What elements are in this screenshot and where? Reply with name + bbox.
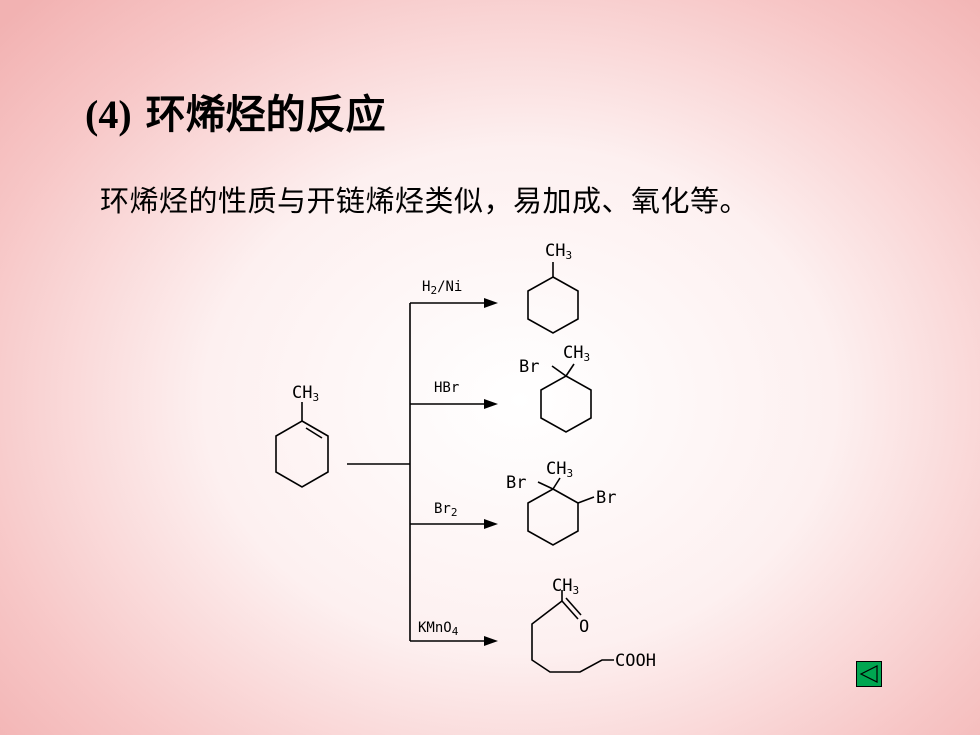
product-4-chain xyxy=(531,600,614,673)
product-3-br-label-2: Br xyxy=(596,488,616,508)
product-3-methyl-label: CH3 xyxy=(546,459,573,480)
product-4-methyl-label: CH3 xyxy=(552,576,579,597)
product-2-br-label: Br xyxy=(519,357,539,377)
title-number: (4) xyxy=(85,92,132,137)
reagent-1-label: H2/Ni xyxy=(422,279,462,297)
product-3-br-bond-2 xyxy=(577,496,595,504)
arrowhead-2 xyxy=(484,399,498,409)
product-4-carbonyl-2 xyxy=(565,597,582,616)
product-3-br-label-1: Br xyxy=(506,473,526,493)
reactant-methyl-label: CH3 xyxy=(292,383,319,404)
product-4-cooh-label: COOH xyxy=(615,651,656,671)
product-3-br-bond-1 xyxy=(537,481,554,490)
product-3-ring xyxy=(527,488,579,546)
slide-title: (4) 环烯烃的反应 xyxy=(85,82,386,140)
reactant-double-bond xyxy=(305,427,323,439)
arrowhead-1 xyxy=(484,298,498,308)
product-1-ring xyxy=(527,276,579,334)
reagent-4-label: KMnO4 xyxy=(418,620,459,638)
arrowhead-3 xyxy=(484,519,498,529)
reagent-3-label: Br2 xyxy=(434,501,457,519)
product-2-methyl-bond xyxy=(565,363,575,377)
product-2-ring xyxy=(540,375,592,433)
body-text: 环烯烃的性质与开链烯烃类似，易加成、氧化等。 xyxy=(100,184,750,218)
back-nav-button[interactable] xyxy=(856,661,882,687)
product-2-br-bond xyxy=(551,365,567,377)
arrowhead-4 xyxy=(484,636,498,646)
reagent-2-label: HBr xyxy=(434,380,459,396)
product-2-methyl-label: CH3 xyxy=(563,343,590,364)
triangle-left-icon xyxy=(859,665,878,683)
title-text: 环烯烃的反应 xyxy=(145,91,386,138)
product-1-methyl-label: CH3 xyxy=(545,241,572,262)
reactant-ring xyxy=(275,420,329,488)
product-4-o-label: O xyxy=(579,617,589,637)
product-3-methyl-bond xyxy=(552,477,561,490)
product-4-carbonyl-1 xyxy=(561,600,579,620)
